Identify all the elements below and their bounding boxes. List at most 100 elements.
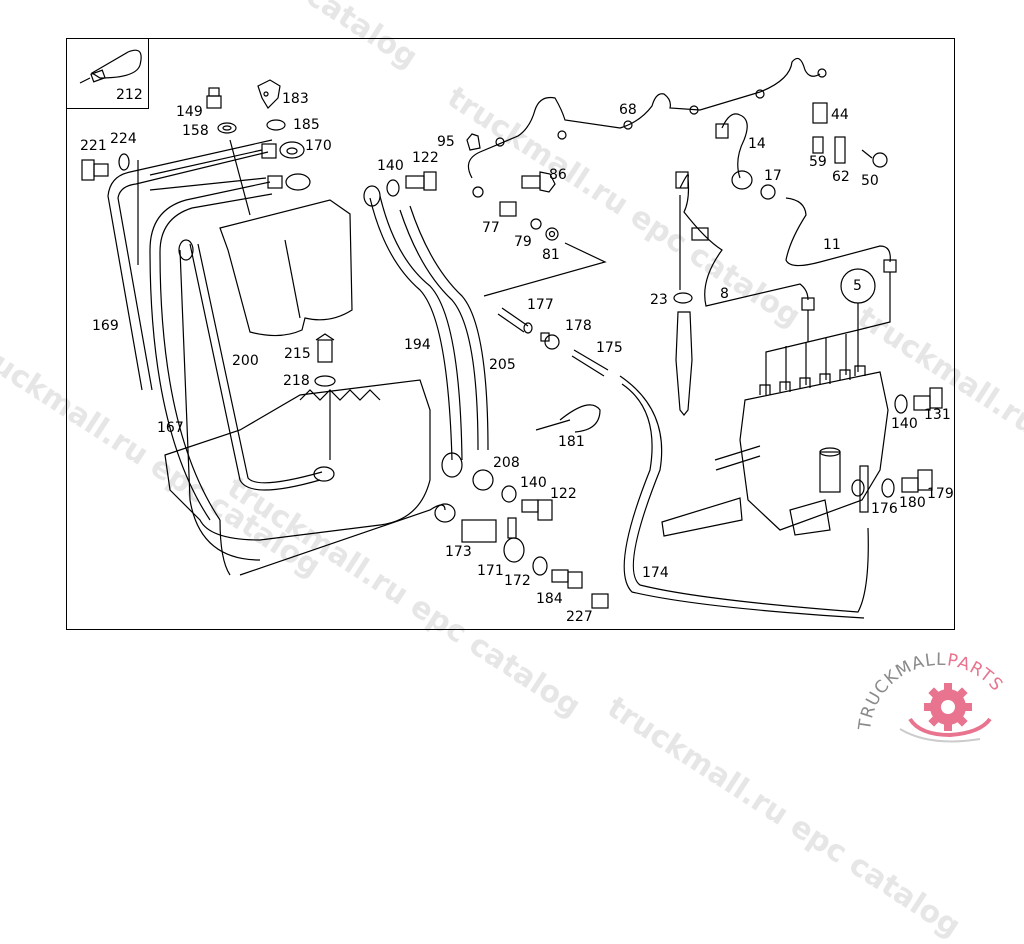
part-label-184[interactable]: 184 bbox=[536, 591, 563, 607]
part-label-86[interactable]: 86 bbox=[549, 167, 567, 183]
part-label-179[interactable]: 179 bbox=[927, 486, 954, 502]
part-label-77[interactable]: 77 bbox=[482, 220, 500, 236]
part-label-212[interactable]: 212 bbox=[116, 87, 143, 103]
part-label-174[interactable]: 174 bbox=[642, 565, 669, 581]
fitting-77-icon bbox=[499, 201, 517, 217]
part-label-81[interactable]: 81 bbox=[542, 247, 560, 263]
part-label-149[interactable]: 149 bbox=[176, 104, 203, 120]
part-label-227[interactable]: 227 bbox=[566, 609, 593, 625]
washer-140c-icon bbox=[894, 394, 908, 414]
part-label-171[interactable]: 171 bbox=[477, 563, 504, 579]
return-hose-174 bbox=[619, 375, 869, 613]
inset-box bbox=[66, 38, 149, 109]
part-label-175[interactable]: 175 bbox=[596, 340, 623, 356]
part-label-215[interactable]: 215 bbox=[284, 346, 311, 362]
part-label-200[interactable]: 200 bbox=[232, 353, 259, 369]
banjo-170b-icon bbox=[267, 173, 311, 191]
part-label-218[interactable]: 218 bbox=[283, 373, 310, 389]
leader-lines bbox=[137, 149, 267, 265]
truckmall-parts-logo[interactable]: TRUCKMALLPARTS bbox=[850, 645, 1024, 750]
part-label-169[interactable]: 169 bbox=[92, 318, 119, 334]
washer-185-icon bbox=[266, 119, 286, 131]
part-label-8[interactable]: 8 bbox=[720, 286, 729, 302]
logo-graphic: TRUCKMALLPARTS bbox=[855, 650, 1006, 743]
part-label-131[interactable]: 131 bbox=[924, 407, 951, 423]
injector-icon bbox=[675, 311, 693, 416]
part-label-17[interactable]: 17 bbox=[764, 168, 782, 184]
part-label-14[interactable]: 14 bbox=[748, 136, 766, 152]
nipple-175-icon bbox=[571, 349, 609, 377]
diagram-frame bbox=[66, 38, 955, 630]
part-label-176[interactable]: 176 bbox=[871, 501, 898, 517]
banjo-bolt-184-icon bbox=[551, 569, 583, 589]
part-label-95[interactable]: 95 bbox=[437, 134, 455, 150]
part-label-44[interactable]: 44 bbox=[831, 107, 849, 123]
part-label-221[interactable]: 221 bbox=[80, 138, 107, 154]
nut-79-icon bbox=[530, 218, 542, 230]
gear-icon bbox=[924, 683, 972, 731]
part-label-68[interactable]: 68 bbox=[619, 102, 637, 118]
part-label-167[interactable]: 167 bbox=[157, 420, 184, 436]
part-label-170[interactable]: 170 bbox=[305, 138, 332, 154]
washer-81-icon bbox=[545, 227, 559, 241]
part-label-23[interactable]: 23 bbox=[650, 292, 668, 308]
banjo-bolt-122-icon bbox=[405, 171, 437, 191]
injector-line-11 bbox=[785, 197, 891, 267]
part-label-224[interactable]: 224 bbox=[110, 131, 137, 147]
banjo-bolt-183-icon bbox=[257, 79, 281, 109]
parts-drawing bbox=[79, 49, 943, 619]
washer-224-icon bbox=[118, 153, 130, 171]
banjo-bolt-86-icon bbox=[521, 171, 556, 193]
part-label-183[interactable]: 183 bbox=[282, 91, 309, 107]
part-label-180[interactable]: 180 bbox=[899, 495, 926, 511]
part-label-140[interactable]: 140 bbox=[377, 158, 404, 174]
plug-227-icon bbox=[591, 593, 609, 609]
clip-44-icon bbox=[812, 102, 828, 124]
part-label-208[interactable]: 208 bbox=[493, 455, 520, 471]
fuel-filter-icon bbox=[219, 199, 353, 337]
part-label-122[interactable]: 122 bbox=[550, 486, 577, 502]
leak-off-line-68 bbox=[467, 57, 821, 179]
part-label-11[interactable]: 11 bbox=[823, 237, 841, 253]
injection-pump-left-icon bbox=[164, 379, 431, 541]
tee-176-icon bbox=[851, 465, 869, 513]
part-label-79[interactable]: 79 bbox=[514, 234, 532, 250]
banjo-bolt-215-icon bbox=[315, 333, 335, 363]
screw-50-icon bbox=[861, 149, 888, 168]
part-label-50[interactable]: 50 bbox=[861, 173, 879, 189]
part-label-158[interactable]: 158 bbox=[182, 123, 209, 139]
cable-tie-181-icon bbox=[535, 404, 601, 433]
hose-177-icon bbox=[497, 307, 533, 334]
part-label-181[interactable]: 181 bbox=[558, 434, 585, 450]
callout-label-5[interactable]: 5 bbox=[853, 278, 862, 294]
part-label-59[interactable]: 59 bbox=[809, 154, 827, 170]
part-label-205[interactable]: 205 bbox=[489, 357, 516, 373]
part-label-140[interactable]: 140 bbox=[891, 416, 918, 432]
bolt-221-icon bbox=[81, 159, 109, 181]
injection-pump-right-icon bbox=[661, 371, 889, 537]
injector-line-14 bbox=[721, 113, 748, 179]
part-label-178[interactable]: 178 bbox=[565, 318, 592, 334]
washer-158-icon bbox=[217, 122, 237, 134]
clamp-178-icon bbox=[540, 332, 560, 350]
clip-59-icon bbox=[812, 136, 824, 154]
banjo-170-icon bbox=[261, 141, 305, 159]
part-label-173[interactable]: 173 bbox=[445, 544, 472, 560]
banjo-bolt-179-icon bbox=[901, 469, 933, 493]
washer-218-icon bbox=[314, 375, 336, 387]
cable-tie-icon bbox=[79, 49, 142, 84]
part-label-172[interactable]: 172 bbox=[504, 573, 531, 589]
part-label-62[interactable]: 62 bbox=[832, 169, 850, 185]
banjo-171-icon bbox=[503, 517, 525, 563]
sleeve-17-icon bbox=[760, 184, 776, 200]
clip-95-icon bbox=[466, 133, 481, 151]
part-label-122[interactable]: 122 bbox=[412, 150, 439, 166]
banjo-bolt-149-icon bbox=[206, 87, 222, 109]
part-label-185[interactable]: 185 bbox=[293, 117, 320, 133]
part-label-140[interactable]: 140 bbox=[520, 475, 547, 491]
part-label-177[interactable]: 177 bbox=[527, 297, 554, 313]
bracket-62-icon bbox=[834, 136, 846, 164]
union-173-icon bbox=[461, 519, 497, 543]
banjo-bolt-131-icon bbox=[913, 387, 943, 411]
part-label-194[interactable]: 194 bbox=[404, 337, 431, 353]
